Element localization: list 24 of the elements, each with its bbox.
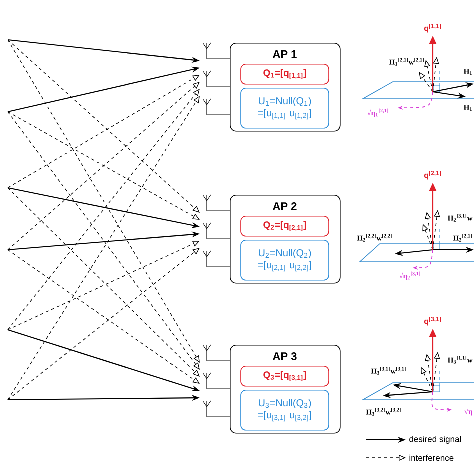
matrix-box: Q$_{2}$=[q$_{[2,1]}$] — [240, 216, 330, 237]
vector-label: q$^{[2,1]}$ — [424, 170, 442, 180]
antenna-array — [202, 42, 230, 116]
arrow — [8, 96, 200, 400]
antenna-array — [202, 194, 230, 268]
null-space-box: U$_{1}$=Null(Q$_{1}$) =[u$_{[1,1]}$ u$_{[1,2]}$] — [240, 88, 330, 129]
matrix-box: Q$_{3}$=[q$_{[3,1]}$] — [240, 366, 330, 387]
legend-text: desired signal — [410, 436, 462, 444]
arrow — [8, 241, 200, 330]
matrix-box: Q$_{1}$=[q$_{[1,1]}$] — [240, 64, 330, 85]
arrow — [8, 188, 200, 377]
arrow — [8, 40, 200, 213]
vector-label: q$^{[3,1]}$ — [424, 316, 442, 326]
null-space-box: U$_{2}$=Null(Q$_{2}$) =[u$_{[2,1]}$ u$_{[2,2]}$] — [240, 240, 330, 281]
antenna-array — [202, 344, 230, 418]
null-space-box: U$_{3}$=Null(Q$_{3}$) =[u$_{[3,1]}$ u$_{[3,2]}$] — [240, 390, 330, 431]
arrow — [8, 82, 200, 250]
arrow — [8, 112, 200, 370]
arrow — [8, 89, 200, 330]
arrow — [8, 112, 200, 220]
vector-label: q$^{[1,1]}$ — [424, 24, 442, 33]
arrow — [8, 75, 200, 188]
legend-text: interference — [410, 454, 454, 462]
arrow — [8, 40, 200, 363]
